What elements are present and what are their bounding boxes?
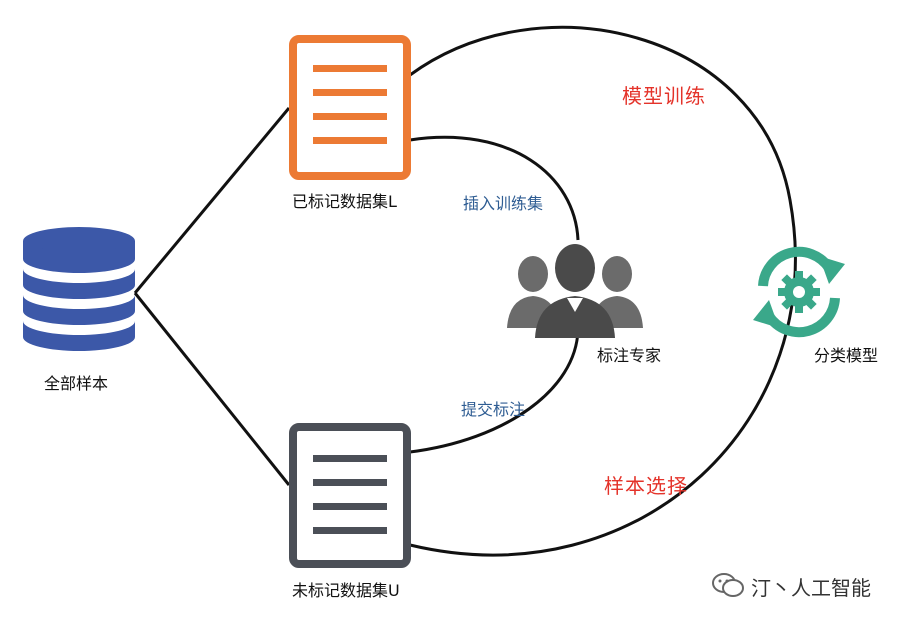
connector-samples-to-unlabeled (133, 292, 291, 486)
connector-samples-to-labeled (133, 107, 291, 294)
all-samples-label: 全部样本 (44, 374, 109, 393)
labeled-set-label: 已标记数据集L (292, 192, 397, 211)
classifier-label: 分类模型 (814, 346, 879, 365)
labeled-document-icon (289, 35, 411, 180)
database-icon (20, 225, 138, 355)
unlabeled-set-label: 未标记数据集U (292, 581, 400, 600)
people-icon (505, 240, 645, 340)
experts-label: 标注专家 (597, 346, 662, 365)
unlabeled-document-icon (289, 423, 411, 568)
model-training-label: 模型训练 (622, 84, 706, 108)
refresh-gear-icon (745, 242, 853, 342)
sample-selection-label: 样本选择 (604, 474, 688, 498)
submit-labels-label: 提交标注 (461, 400, 526, 419)
watermark-text: 汀丶人工智能 (751, 576, 871, 600)
insert-training-set-label: 插入训练集 (463, 194, 544, 213)
wechat-icon (711, 572, 745, 598)
outer-loop-arc (409, 25, 797, 557)
inner-loop-arc (409, 135, 580, 454)
